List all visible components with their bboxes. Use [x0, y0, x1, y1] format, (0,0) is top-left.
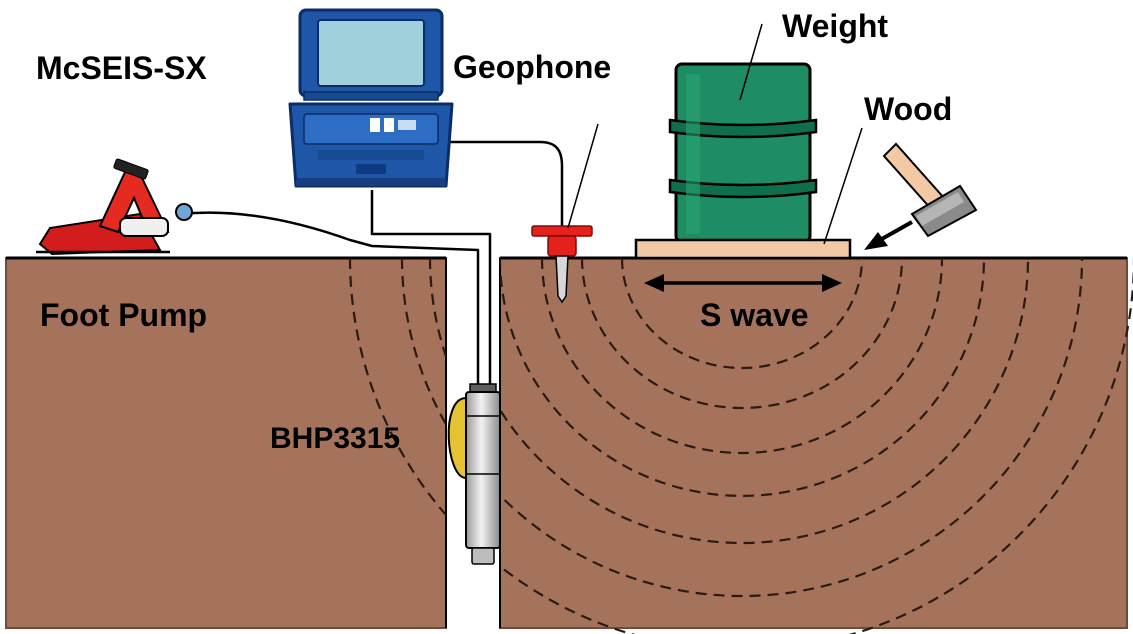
s-wave-fronts-right	[500, 258, 1133, 634]
s-wave-label: S wave	[700, 297, 809, 333]
wave-front-4	[500, 258, 986, 498]
geophone-spike-icon	[531, 225, 593, 304]
borehole-probe-label: BHP3315	[270, 422, 400, 455]
wave-front-6	[500, 258, 1084, 598]
weight-leader	[739, 23, 763, 101]
probe-cable	[370, 190, 492, 388]
wave-front-7	[500, 258, 1133, 634]
recorder-screen	[317, 19, 425, 87]
wave-front-1	[620, 258, 864, 370]
sledge-hammer-icon	[882, 142, 978, 238]
geophone-label: Geophone	[453, 49, 611, 85]
foot-pump-label: Foot Pump	[40, 297, 207, 333]
wave-front-3	[540, 258, 944, 455]
geophone-cable	[440, 140, 564, 230]
weight-label: Weight	[782, 8, 888, 44]
wave-front-5	[500, 258, 1030, 545]
wood-label: Wood	[864, 91, 952, 127]
foot-pump-icon	[36, 158, 193, 256]
wave-front-2	[580, 258, 904, 410]
pump-hose	[179, 211, 480, 390]
borehole-probe-icon	[447, 383, 501, 565]
geophone-leader	[567, 123, 599, 229]
ground-left	[5, 257, 447, 629]
s-wave-direction-arrow	[644, 274, 842, 292]
seismograph-icon	[288, 8, 454, 188]
recorder-label: McSEIS-SX	[36, 50, 207, 86]
ground	[5, 256, 1128, 629]
ground-right	[499, 257, 1128, 629]
probe-clamp-pad	[447, 396, 467, 480]
wood-leader	[823, 127, 863, 245]
wood-plank	[634, 238, 852, 260]
strike-arrow	[864, 220, 913, 250]
s-wave-fronts-left	[348, 258, 446, 517]
wave-front-6-left	[400, 258, 446, 427]
leader-lines	[567, 23, 863, 245]
cables	[179, 140, 564, 390]
